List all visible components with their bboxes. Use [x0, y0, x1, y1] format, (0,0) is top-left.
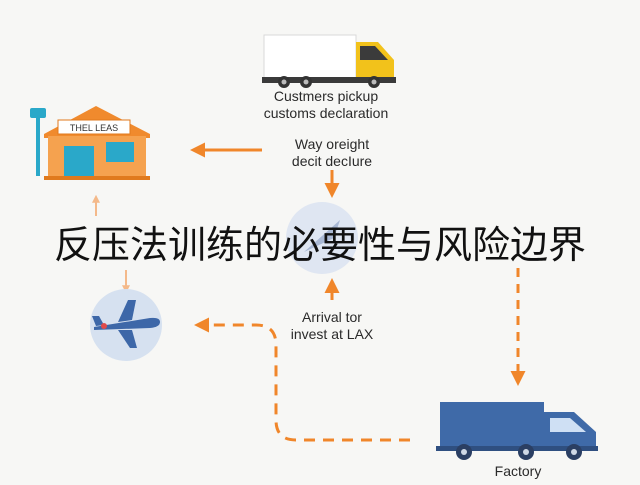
overlay-title: 反压法训练的必要性与风险边界: [53, 223, 586, 267]
label-customs-line2: customs declaration: [263, 105, 389, 121]
flow-arrows: [92, 142, 526, 442]
label-arrival-line1: Arrival tor: [302, 309, 362, 325]
label-arrival-line2: invest at LAX: [290, 326, 374, 342]
label-arrival: Arrival tor invest at LAX: [262, 309, 402, 343]
label-customs-line1: Custmers pickup: [273, 88, 379, 104]
airplane-icon: [90, 289, 162, 361]
globe-plane-icon: [286, 202, 358, 274]
truck-icon: [262, 34, 396, 88]
dashed-arrow-factory-to-plane: [194, 317, 410, 442]
label-way: Way oreight decit decIure: [252, 136, 412, 170]
label-factory: Factory: [494, 463, 542, 479]
warehouse-icon: THEL LEAS: [30, 106, 150, 180]
factory-truck-icon: [436, 402, 598, 460]
warehouse-sign-text: THEL LEAS: [70, 123, 118, 133]
label-customs: Custmers pickup customs declaration: [236, 88, 416, 122]
label-way-line2: decit decIure: [291, 153, 373, 169]
label-way-line1: Way oreight: [294, 136, 370, 152]
